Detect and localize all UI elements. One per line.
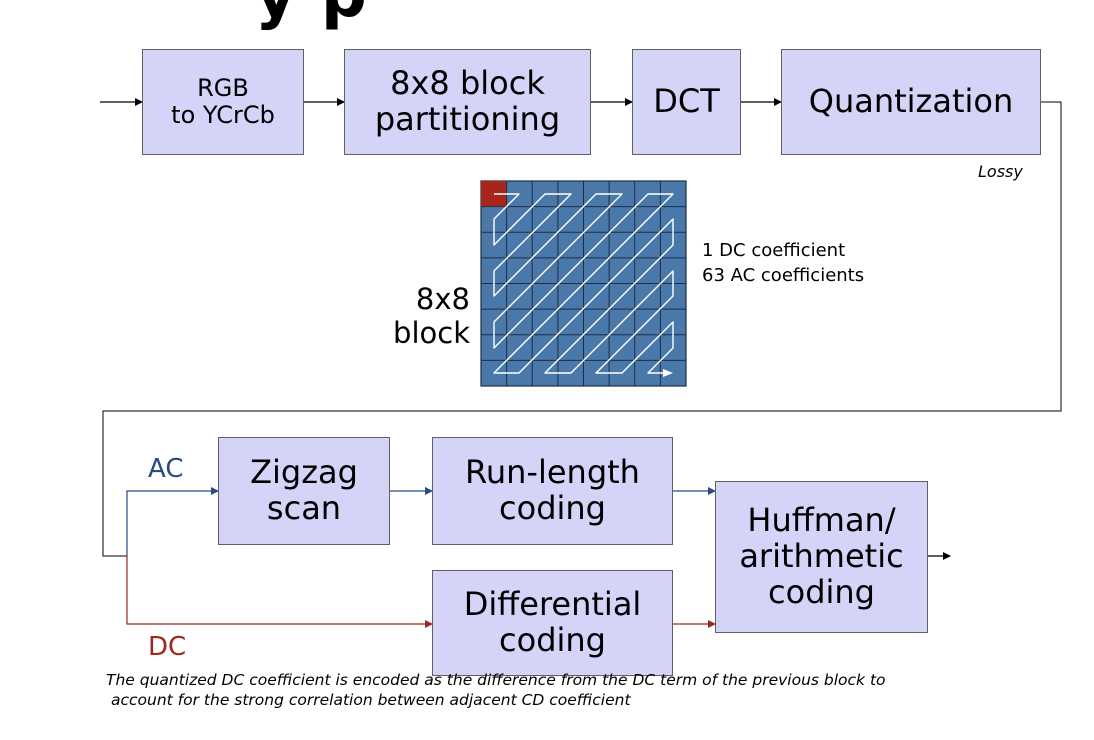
lossy-label: Lossy	[978, 162, 1023, 181]
huffman-arithmetic-coding-box: Huffman/ arithmetic coding	[715, 481, 928, 633]
dc-line	[126, 556, 433, 628]
quantization-box: Quantization	[781, 49, 1041, 155]
zigzag-path	[493, 193, 674, 374]
ac-coefficients-label: 63 AC coefficients	[702, 265, 865, 286]
zigzag-scan-box: Zigzag scan	[218, 437, 390, 545]
rgb-to-ycrcb-box: RGB to YCrCb	[142, 49, 304, 155]
ac-label: AC	[148, 454, 184, 484]
differential-coding-box: Differential coding	[432, 570, 673, 676]
run-length-coding-box: Run-length coding	[432, 437, 673, 545]
block-label: 8x8 block	[393, 282, 470, 350]
dc-coefficient-label: 1 DC coefficient	[702, 240, 846, 261]
block-grid	[480, 180, 687, 387]
ac-line	[126, 487, 219, 556]
loop-line	[102, 101, 1062, 557]
block-partitioning-box: 8x8 block partitioning	[344, 49, 591, 155]
footnote-line-2: account for the strong correlation betwe…	[111, 691, 631, 709]
dct-box: DCT	[632, 49, 741, 155]
slide-title: y p	[255, 0, 368, 32]
dc-label: DC	[148, 632, 187, 662]
footnote-line-1: The quantized DC coefficient is encoded …	[106, 671, 886, 689]
